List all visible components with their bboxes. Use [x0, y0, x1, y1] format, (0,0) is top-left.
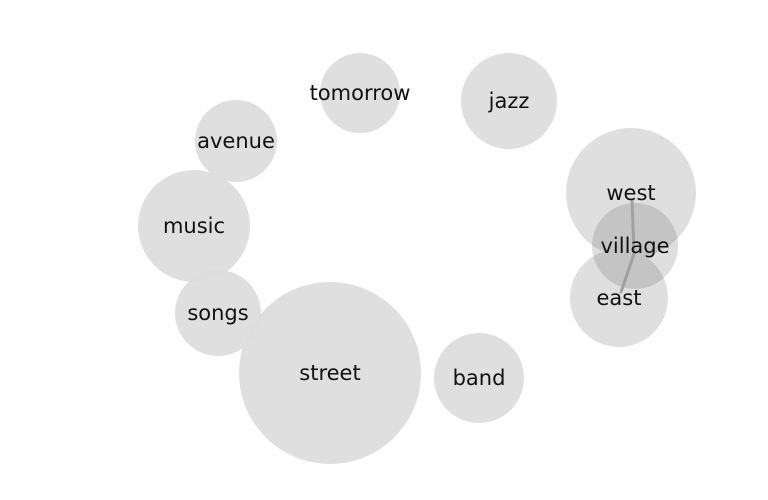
label-tomorrow: tomorrow [310, 81, 411, 105]
overlap-east-village [592, 249, 668, 289]
label-songs: songs [187, 301, 248, 325]
bubble-music [138, 170, 250, 282]
bubble-street [239, 282, 421, 464]
bubbles-layer [138, 53, 696, 464]
label-village: village [600, 234, 669, 258]
edge-village-east [619, 252, 636, 294]
label-street: street [299, 361, 360, 385]
label-band: band [453, 366, 506, 390]
label-music: music [163, 214, 225, 238]
edge-west-village [630, 198, 636, 256]
bubble-band [434, 333, 524, 423]
label-east: east [597, 286, 642, 310]
label-avenue: avenue [197, 129, 275, 153]
bubble-avenue [195, 100, 277, 182]
label-jazz: jazz [488, 89, 530, 113]
bubble-jazz [461, 53, 557, 149]
bubble-tomorrow [320, 53, 400, 133]
bubble-songs [175, 270, 261, 356]
label-west: west [606, 181, 655, 205]
labels-layer: street music west east jazz band village songs a… [163, 81, 670, 390]
